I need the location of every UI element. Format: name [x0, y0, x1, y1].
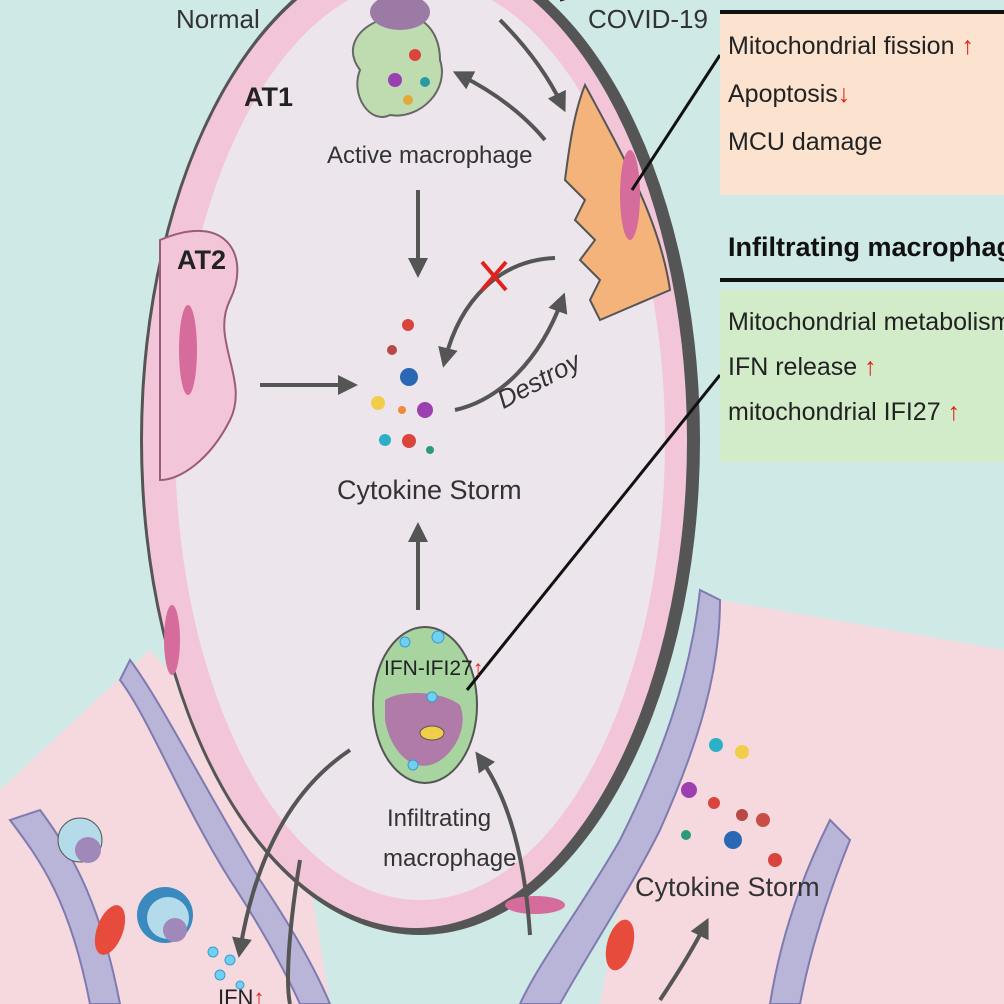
red-blood-cell: [605, 919, 635, 971]
panel-top-item: MCU damage: [728, 128, 883, 156]
granule: [420, 77, 430, 87]
panel-top-item: Mitochondrial fission ↑: [728, 32, 974, 60]
down-arrow-icon: ↓: [837, 80, 851, 108]
panel-top: Mitochondrial fission ↑ Apoptosis↓ MCU d…: [720, 24, 1004, 159]
ifn-particle: [224, 954, 236, 966]
right-vessel-wall-2: [768, 818, 852, 1004]
ifn-bottom-text: IFN: [218, 985, 254, 1004]
panel-bottom-item: Mitochondrial metabolism↓: [728, 308, 1004, 336]
cytokine: [400, 368, 418, 386]
label-infiltrating-1: Infiltrating: [387, 805, 492, 832]
at-nucleus-bottom: [505, 896, 565, 914]
at2-cell: [159, 229, 239, 482]
panel-bottom-title: Infiltrating macrophage: [728, 232, 1004, 262]
cytokine: [735, 745, 749, 759]
right-vessel-wall: [518, 588, 722, 1004]
ifn-particle: [214, 969, 226, 981]
label-ifn-bottom: IFN↑: [218, 985, 264, 1004]
ifn-particle: [399, 636, 411, 648]
label-at2: AT2: [177, 245, 227, 275]
cytokine: [398, 406, 406, 414]
up-arrow-icon: ↑: [864, 353, 877, 381]
cytokine: [681, 782, 697, 798]
panel-bottom-bg: [720, 290, 1004, 462]
cytokine: [379, 434, 391, 446]
block-x-icon: [480, 260, 508, 292]
cytokine: [417, 402, 433, 418]
panel-top-bg: [720, 12, 1004, 195]
up-arrow-icon: ↑: [961, 32, 974, 60]
cytokine: [371, 396, 385, 410]
label-active-macrophage: Active macrophage: [327, 142, 533, 169]
left-vessel-wall-2: [118, 658, 332, 1004]
label-at1: AT1: [244, 82, 294, 112]
cytokine: [724, 831, 742, 849]
arrow-destroy: [454, 292, 568, 412]
cytokine: [708, 797, 720, 809]
ifn-particle: [207, 946, 219, 958]
label-covid: COVID-19: [588, 4, 708, 34]
label-infiltrating-2: macrophage: [383, 845, 517, 872]
panel-top-item: Apoptosis↓: [728, 80, 851, 108]
arrow-macrophage-to-vessel: [232, 748, 352, 958]
cytokine: [681, 830, 691, 840]
granule: [403, 95, 413, 105]
up-arrow-icon: ↑: [253, 985, 265, 1004]
label-normal: Normal: [176, 4, 260, 34]
arrow-macrophage-to-covid: [498, 18, 566, 113]
pointer-infected-to-panel: [630, 54, 722, 191]
cell-left-1-nucleus: [75, 837, 101, 863]
up-arrow-icon: ↑: [472, 657, 484, 680]
label-cytokine-storm: Cytokine Storm: [337, 475, 522, 505]
cytokine: [736, 809, 748, 821]
cell-left-2-nucleus: [163, 918, 187, 942]
panel-bottom: Mitochondrial metabolism↓ IFN release ↑ …: [720, 300, 1004, 429]
label-ifn-ifi27: IFN-IFI27↑: [384, 657, 483, 681]
ifn-particle: [235, 980, 245, 990]
label-cytokine-storm-lower: Cytokine Storm: [635, 872, 820, 902]
panel-bottom-item: mitochondrial IFI27 ↑: [728, 398, 961, 426]
active-macrophage-nucleus: [370, 0, 430, 30]
pointer-macrophage-to-panel: [465, 374, 722, 691]
panel-bottom-item: IFN release ↑: [728, 353, 877, 381]
infected-nucleus: [620, 150, 640, 240]
cytokine: [768, 853, 782, 867]
active-macrophage-cell: [351, 14, 443, 118]
ifn-particle: [431, 630, 445, 644]
at2-nucleus: [179, 305, 197, 395]
mitochondrion-icon: [419, 725, 445, 741]
granule: [409, 49, 421, 61]
cytokine: [426, 446, 434, 454]
arrow-lower-loop: [286, 859, 302, 1004]
cytokine: [402, 434, 416, 448]
cytokine: [387, 345, 397, 355]
cytokine: [402, 319, 414, 331]
cytokine: [709, 738, 723, 752]
arrow-covid-to-macrophage: [452, 71, 547, 142]
arrow-vessel-to-macrophage: [475, 751, 532, 936]
cytokine: [756, 813, 770, 827]
ifn-ifi27-text: IFN-IFI27: [384, 657, 473, 680]
at-nucleus-lower: [164, 605, 180, 675]
ifn-particle: [426, 691, 438, 703]
up-arrow-icon: ↑: [947, 398, 961, 426]
red-blood-cell: [94, 905, 126, 955]
ifn-particle: [407, 759, 419, 771]
alveolus-lumen: [175, 0, 665, 900]
infected-cell: [563, 82, 672, 322]
arrow-to-lower-storm: [658, 917, 709, 1002]
granule: [388, 73, 402, 87]
